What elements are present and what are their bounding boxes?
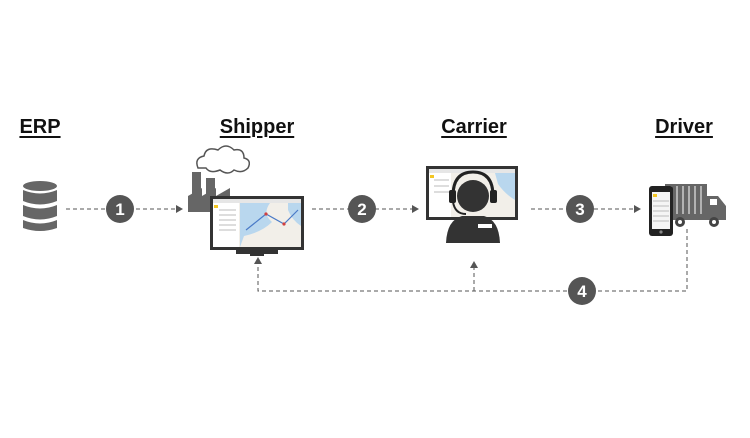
step-number-3: 3 — [575, 200, 584, 219]
step-badge-2: 2 — [348, 195, 376, 223]
shipper-monitor-icon — [210, 196, 304, 256]
erp-label: ERP — [19, 116, 61, 138]
step-number-1: 1 — [115, 200, 124, 219]
step-number-4: 4 — [577, 282, 587, 301]
shipper-label: Shipper — [219, 116, 295, 138]
operator-headset-icon — [446, 170, 500, 243]
step-badge-1: 1 — [106, 195, 134, 223]
driver-label: Driver — [655, 116, 713, 138]
step-badge-3: 3 — [566, 195, 594, 223]
step-number-2: 2 — [357, 200, 366, 219]
connector-step-4 — [254, 229, 688, 292]
step-badge-4: 4 — [568, 277, 596, 305]
phone-icon — [649, 186, 673, 236]
carrier-label: Carrier — [441, 116, 507, 138]
database-icon — [23, 181, 57, 231]
